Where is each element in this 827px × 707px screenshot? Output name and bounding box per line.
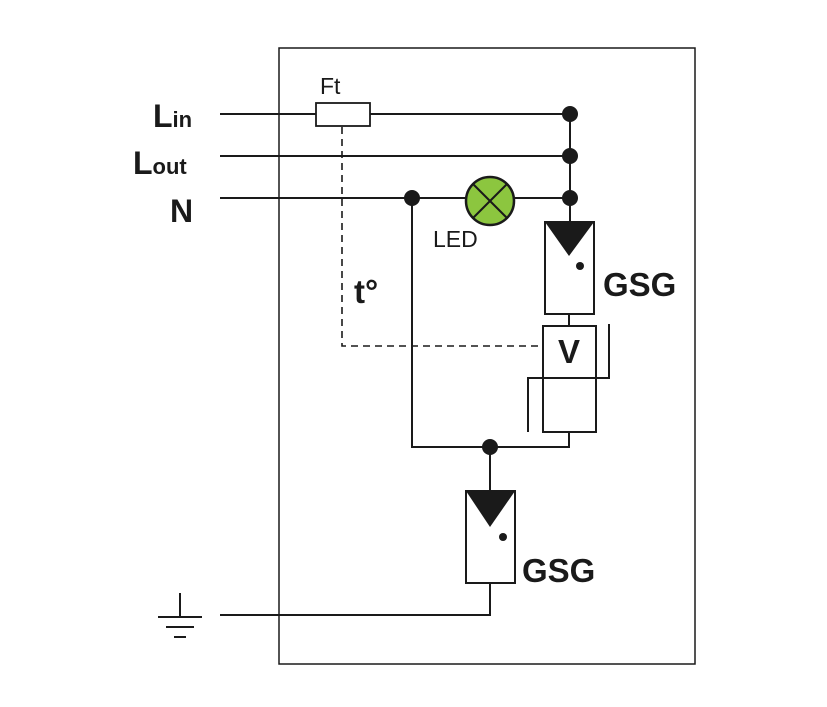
varistor-slash-right <box>527 324 610 432</box>
led-cross-b <box>472 183 508 219</box>
thermal-link <box>341 127 543 347</box>
thermal-label: t° <box>354 273 378 310</box>
fuse-label: Ft <box>320 73 341 99</box>
junction-dot <box>562 148 578 164</box>
junction-dot <box>562 190 578 206</box>
gsg-bottom-label: GSG <box>522 552 595 589</box>
gsg-bottom-dot <box>499 533 507 541</box>
varistor-label: V <box>558 333 580 370</box>
gsg-top-dot <box>576 262 584 270</box>
junction-dot <box>404 190 420 206</box>
wire-ground <box>220 583 491 616</box>
led-label: LED <box>433 226 478 252</box>
ground-icon <box>158 593 202 638</box>
terminal-lin-label: Lin <box>153 98 192 134</box>
junction-dot <box>482 439 498 455</box>
gsg-bottom-arrow <box>466 491 515 527</box>
junction-dot <box>562 106 578 122</box>
gsg-top-arrow <box>545 222 594 256</box>
gsg-top-label: GSG <box>603 266 676 303</box>
terminal-lout-label: Lout <box>133 145 187 181</box>
fuse-symbol <box>315 102 371 127</box>
enclosure-box <box>278 47 696 665</box>
terminal-n-label: N <box>170 193 193 229</box>
